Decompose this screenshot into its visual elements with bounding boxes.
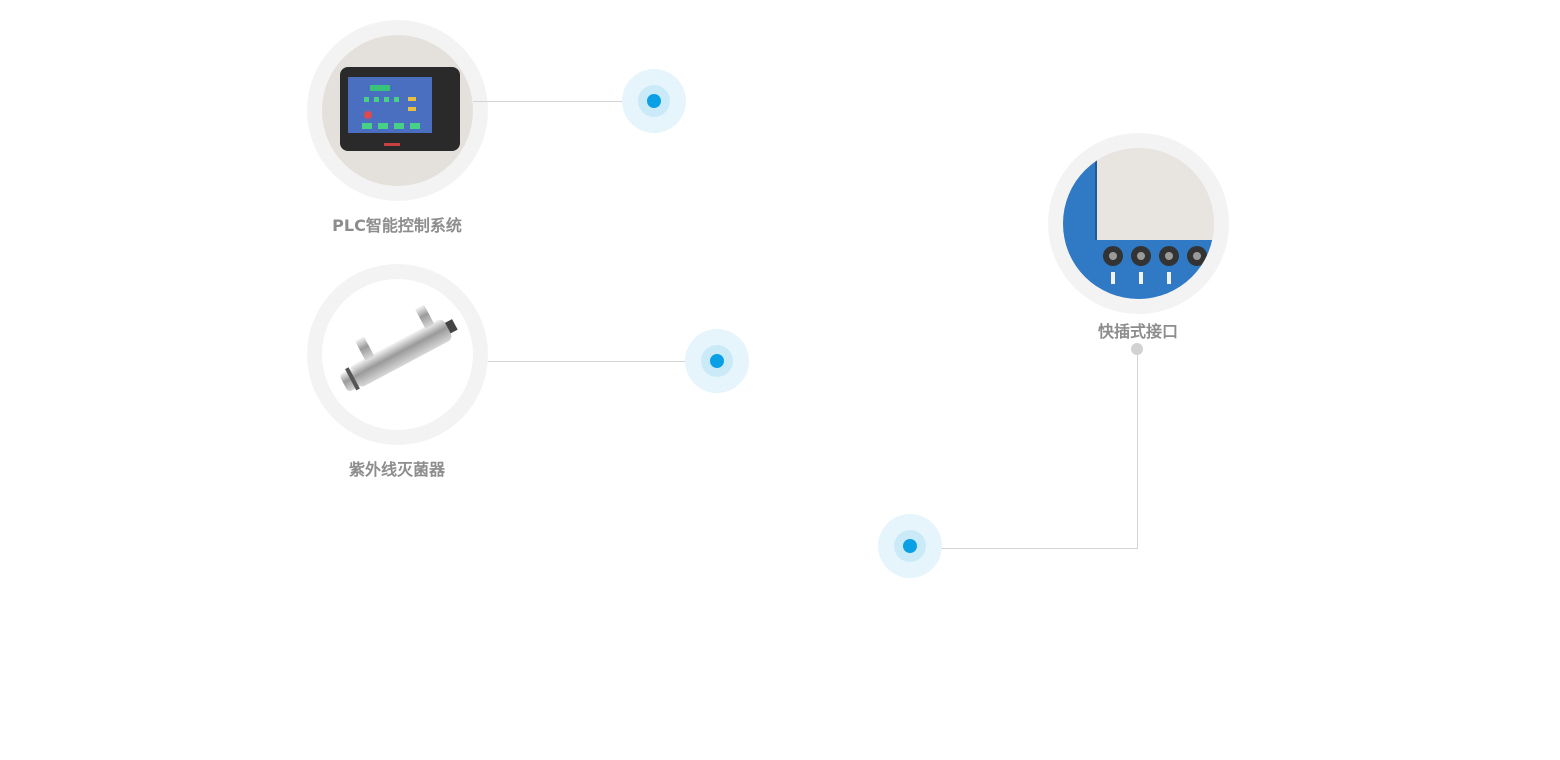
uv-sterilizer-tube-icon: [322, 279, 473, 430]
connector-line-endpoint: [1131, 343, 1143, 355]
quick-connector-panel-icon: [1063, 148, 1214, 299]
plc-connector-line: [473, 101, 655, 102]
connector-horizontal-line: [910, 548, 1138, 549]
connector-hotspot[interactable]: [878, 514, 942, 578]
touchscreen-panel-icon: [322, 35, 473, 186]
uv-caption: 紫外线灭菌器: [348, 460, 445, 479]
uv-hotspot-dot: [710, 354, 724, 368]
uv-hotspot[interactable]: [685, 329, 749, 393]
uv-connector-line: [488, 361, 718, 362]
connector-vertical-line: [1137, 355, 1138, 549]
plc-caption: PLC智能控制系统: [332, 216, 462, 235]
plc-hotspot-dot: [647, 94, 661, 108]
plc-hotspot[interactable]: [622, 69, 686, 133]
connector-hotspot-dot: [903, 539, 917, 553]
connector-caption: 快插式接口: [1097, 322, 1178, 341]
